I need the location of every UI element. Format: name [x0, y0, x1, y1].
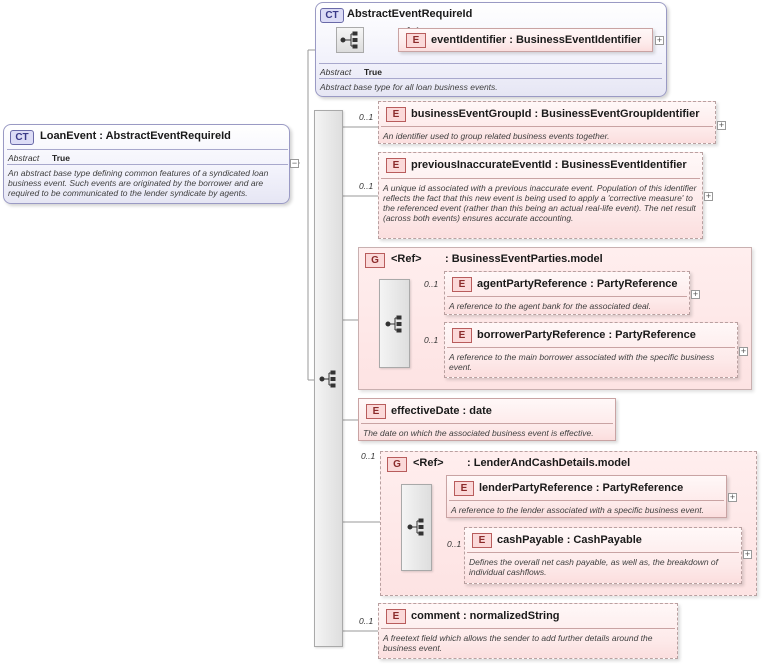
element-title: effectiveDate : date — [391, 405, 492, 417]
sequence-icon — [385, 315, 402, 333]
element-agentpartyreference[interactable]: E agentPartyReference : PartyReference A… — [444, 271, 690, 315]
element-description: Defines the overall net cash payable, as… — [469, 557, 719, 577]
abstract-attr-label: Abstract — [8, 153, 40, 163]
element-businesseventgroupid[interactable]: E businessEventGroupId : BusinessEventGr… — [378, 101, 716, 144]
element-description: A reference to the lender associated wit… — [451, 505, 704, 515]
divider — [361, 423, 613, 424]
cardinality-label: 0..1 — [447, 539, 462, 549]
plus-icon[interactable]: + — [743, 549, 752, 559]
sequence-compositor-icon[interactable] — [336, 27, 364, 53]
group-ref-label: <Ref> — [391, 253, 422, 265]
element-icon: E — [406, 33, 426, 48]
complex-type-icon: CT — [320, 8, 344, 23]
abstract-attr-value: True — [364, 67, 382, 77]
element-icon: E — [472, 533, 492, 548]
element-description: An identifier used to group related busi… — [383, 131, 610, 141]
divider — [447, 347, 735, 348]
element-title: lenderPartyReference : PartyReference — [479, 482, 684, 494]
cardinality-label: 0..1 — [359, 181, 374, 191]
minus-icon[interactable]: − — [290, 158, 299, 168]
divider — [381, 178, 700, 179]
divider — [7, 164, 288, 165]
element-description: A reference to the agent bank for the as… — [449, 301, 651, 311]
sequence-icon — [340, 31, 358, 49]
element-title: cashPayable : CashPayable — [497, 534, 642, 546]
divider — [449, 500, 724, 501]
element-icon: E — [386, 609, 406, 624]
sequence-icon — [319, 370, 336, 388]
root-complex-type[interactable]: CT LoanEvent : AbstractEventRequireId Ab… — [3, 124, 290, 204]
base-type-description: Abstract base type for all loan business… — [320, 82, 498, 92]
element-title: businessEventGroupId : BusinessEventGrou… — [411, 108, 700, 120]
element-borrowerpartyreference[interactable]: E borrowerPartyReference : PartyReferenc… — [444, 322, 738, 378]
plus-icon[interactable]: + — [691, 289, 700, 299]
divider — [467, 552, 739, 553]
element-description: A reference to the main borrower associa… — [449, 352, 715, 372]
element-title: borrowerPartyReference : PartyReference — [477, 329, 696, 341]
group-ref-label: <Ref> — [413, 457, 444, 469]
element-lenderpartyreference[interactable]: E lenderPartyReference : PartyReference … — [446, 475, 727, 518]
element-description: The date on which the associated busines… — [363, 428, 594, 438]
element-icon: E — [386, 107, 406, 122]
complex-type-icon: CT — [10, 130, 34, 145]
element-comment[interactable]: E comment : normalizedString A freetext … — [378, 603, 678, 659]
divider — [319, 78, 662, 79]
element-title: comment : normalizedString — [411, 610, 560, 622]
element-icon: E — [452, 277, 472, 292]
cardinality-label: 0..1 — [424, 335, 439, 345]
root-type-description: An abstract base type defining common fe… — [8, 168, 269, 198]
element-cashpayable[interactable]: E cashPayable : CashPayable Defines the … — [464, 527, 742, 584]
element-icon: E — [454, 481, 474, 496]
element-title: previousInaccurateEventId : BusinessEven… — [411, 159, 687, 171]
element-title: eventIdentifier : BusinessEventIdentifie… — [431, 34, 642, 46]
plus-icon[interactable]: + — [704, 191, 713, 201]
cardinality-label: 0..1 — [361, 451, 376, 461]
element-icon: E — [452, 328, 472, 343]
element-description: A freetext field which allows the sender… — [383, 633, 653, 653]
plus-icon[interactable]: + — [739, 346, 748, 356]
element-previousinaccurateeventid[interactable]: E previousInaccurateEventId : BusinessEv… — [378, 152, 703, 239]
divider — [7, 149, 288, 150]
divider — [381, 126, 713, 127]
group-icon: G — [365, 253, 385, 268]
element-title: agentPartyReference : PartyReference — [477, 278, 678, 290]
abstract-attr-label: Abstract — [320, 67, 352, 77]
abstract-attr-value: True — [52, 153, 70, 163]
group-icon: G — [387, 457, 407, 472]
group-title: : BusinessEventParties.model — [445, 253, 603, 265]
divider — [447, 296, 687, 297]
cardinality-label: 0..1 — [359, 616, 374, 626]
sequence-compositor-bar[interactable] — [314, 110, 343, 647]
plus-icon[interactable]: + — [655, 35, 664, 45]
root-type-title: LoanEvent : AbstractEventRequireId — [40, 130, 231, 142]
element-icon: E — [386, 158, 406, 173]
element-effectivedate[interactable]: E effectiveDate : date The date on which… — [358, 398, 616, 441]
element-icon: E — [366, 404, 386, 419]
sequence-icon — [407, 518, 424, 536]
group-title: : LenderAndCashDetails.model — [467, 457, 631, 469]
divider — [319, 63, 662, 64]
cardinality-label: 0..1 — [359, 112, 374, 122]
element-eventidentifier[interactable]: E eventIdentifier : BusinessEventIdentif… — [398, 28, 653, 52]
element-description: A unique id associated with a previous i… — [383, 183, 697, 223]
plus-icon[interactable]: + — [717, 120, 726, 130]
cardinality-label: 0..1 — [424, 279, 439, 289]
divider — [381, 628, 675, 629]
plus-icon[interactable]: + — [728, 492, 737, 502]
base-type-title: AbstractEventRequireId — [347, 8, 473, 20]
